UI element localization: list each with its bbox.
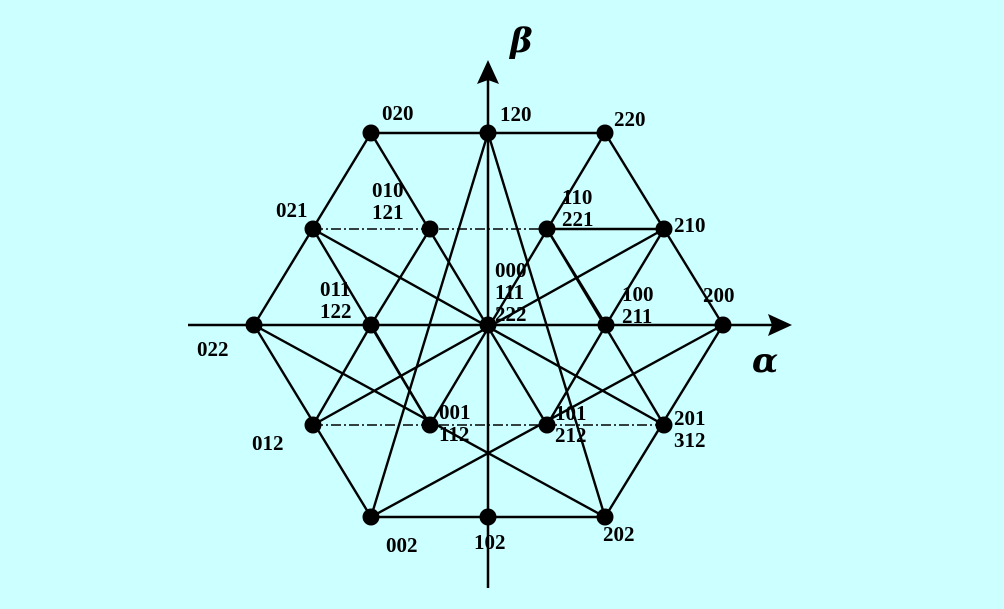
edge-010-011 — [369, 228, 432, 326]
vector-node-010 — [421, 220, 439, 238]
vector-label-020-0: 020 — [382, 101, 414, 125]
vector-label-010-1: 121 — [372, 200, 404, 224]
vector-label-102-0: 102 — [474, 530, 506, 554]
vector-label-200-0: 200 — [703, 283, 735, 307]
vector-nodes — [245, 124, 732, 526]
vector-node-012 — [304, 416, 322, 434]
beta-axis-arrowhead — [477, 60, 499, 84]
vector-node-021 — [304, 220, 322, 238]
vector-node-220 — [596, 124, 614, 142]
edge-020-101 — [369, 132, 549, 426]
vector-label-001-1: 112 — [439, 422, 469, 446]
vector-node-202 — [596, 508, 614, 526]
vector-node-020 — [362, 124, 380, 142]
vector-node-000 — [479, 316, 497, 334]
vector-label-101-1: 212 — [555, 423, 587, 447]
edge-220-001 — [428, 132, 607, 426]
alpha-axis-label: α — [752, 341, 778, 381]
vector-label-101-0: 101 — [555, 401, 587, 425]
coordinate-axes: α β — [188, 21, 792, 588]
vector-label-002-0: 002 — [386, 533, 418, 557]
vector-label-201-0: 201 — [674, 406, 706, 430]
vector-node-110 — [538, 220, 556, 238]
edge-101-100 — [545, 324, 608, 426]
vector-node-011 — [362, 316, 380, 334]
beta-axis-label: β — [508, 21, 533, 61]
vector-node-101 — [538, 416, 556, 434]
vector-node-022 — [245, 316, 263, 334]
edge-100-110 — [545, 228, 608, 326]
vector-label-000-1: 111 — [495, 280, 524, 304]
vector-node-102 — [479, 508, 497, 526]
vector-node-200 — [714, 316, 732, 334]
vector-label-100-0: 100 — [622, 282, 654, 306]
vector-label-202-0: 202 — [603, 522, 635, 546]
edge-011-001 — [369, 324, 432, 426]
edge-012-011 — [311, 324, 373, 426]
vector-node-210 — [655, 220, 673, 238]
vector-label-100-1: 211 — [622, 304, 652, 328]
vector-label-110-0: 110 — [562, 185, 592, 209]
vector-label-000-2: 222 — [495, 302, 527, 326]
vector-label-210-0: 210 — [674, 213, 706, 237]
vector-label-001-0: 001 — [439, 400, 471, 424]
vector-label-022-0: 022 — [197, 337, 229, 361]
vector-node-002 — [362, 508, 380, 526]
vector-label-110-1: 221 — [562, 207, 594, 231]
vector-label-012-0: 012 — [252, 431, 284, 455]
vector-label-011-1: 122 — [320, 299, 352, 323]
vector-label-220-0: 220 — [614, 107, 646, 131]
vector-label-201-1: 312 — [674, 428, 706, 452]
vector-label-010-0: 010 — [372, 178, 404, 202]
vector-node-100 — [597, 316, 615, 334]
vector-label-120-0: 120 — [500, 102, 532, 126]
vector-label-011-0: 011 — [320, 277, 350, 301]
vector-node-001 — [421, 416, 439, 434]
vector-node-120 — [479, 124, 497, 142]
alpha-axis-arrowhead — [768, 314, 792, 336]
vector-label-000-0: 000 — [495, 258, 527, 282]
vector-label-021-0: 021 — [276, 198, 308, 222]
vector-node-201 — [655, 416, 673, 434]
edge-210-100 — [604, 228, 666, 326]
